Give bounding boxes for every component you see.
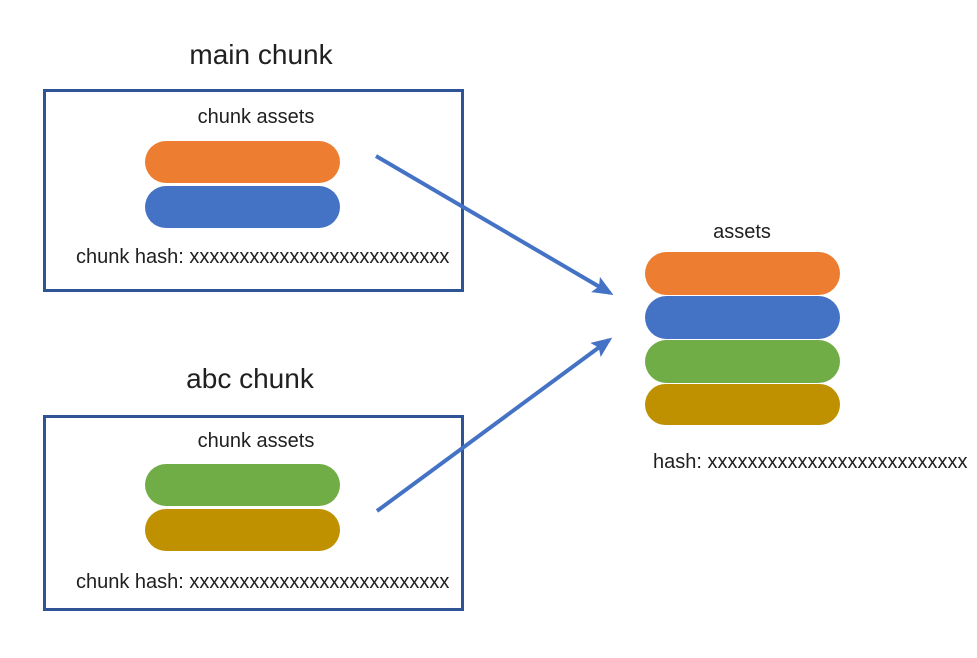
abc-chunk-title: abc chunk <box>186 363 314 394</box>
output-asset-blue <box>645 296 840 339</box>
main-chunk-box: chunk assets chunk hash: xxxxxxxxxxxxxxx… <box>43 89 464 292</box>
abc-chunk-box: chunk assets chunk hash: xxxxxxxxxxxxxxx… <box>43 415 464 611</box>
main-chunk-asset-blue <box>145 186 340 228</box>
output-assets-title: assets <box>713 221 771 243</box>
abc-chunk-assets-label: chunk assets <box>197 430 315 452</box>
main-chunk-assets-label: chunk assets <box>197 106 315 128</box>
main-chunk-title: main chunk <box>189 39 333 70</box>
output-asset-orange <box>645 252 840 295</box>
output-asset-green <box>645 340 840 383</box>
abc-chunk-asset-gold <box>145 509 340 551</box>
main-chunk-asset-orange <box>145 141 340 183</box>
abc-chunk-asset-green <box>145 464 340 506</box>
output-hash-label: hash: xxxxxxxxxxxxxxxxxxxxxxxxxx <box>653 451 968 473</box>
output-asset-gold <box>645 384 840 425</box>
main-chunk-hash-label: chunk hash: xxxxxxxxxxxxxxxxxxxxxxxxxx <box>76 246 450 268</box>
abc-chunk-hash-label: chunk hash: xxxxxxxxxxxxxxxxxxxxxxxxxx <box>76 571 450 593</box>
